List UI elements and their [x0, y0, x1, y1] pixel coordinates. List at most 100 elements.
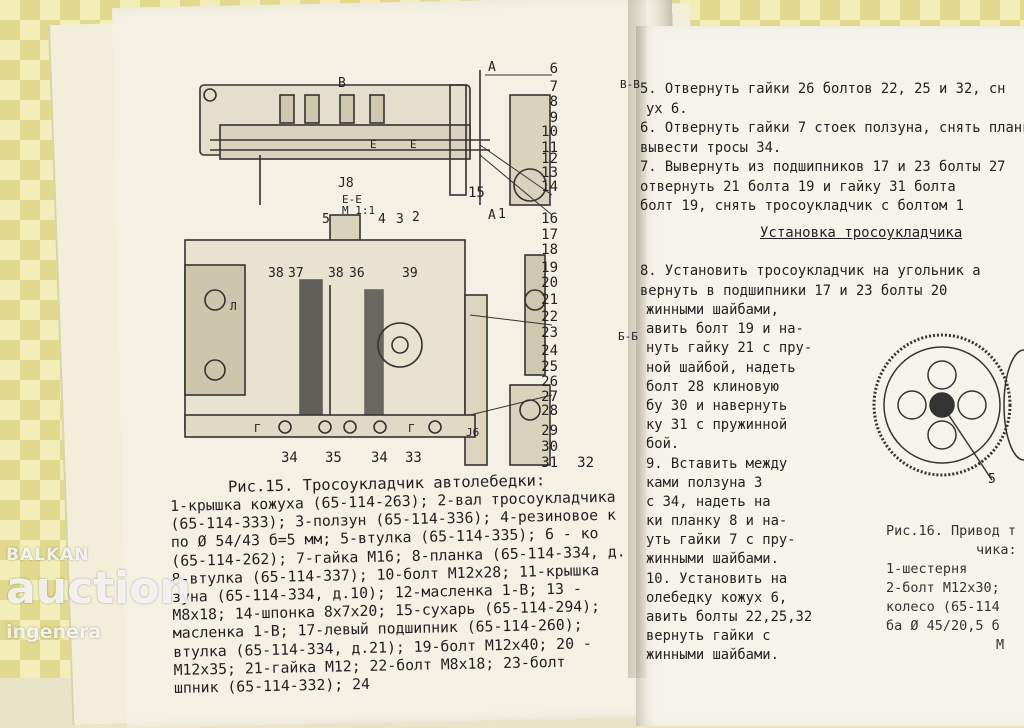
section-label-3: 3: [396, 212, 404, 227]
section-label-j6: J6: [466, 426, 480, 439]
section-label-5: 5: [322, 212, 330, 227]
text-line: 9. Вставить между: [646, 455, 788, 472]
callout-18: 18: [541, 242, 558, 258]
callout-31: 31: [541, 455, 558, 471]
section-label-4: 4: [378, 212, 386, 227]
callout-16: 16: [541, 211, 558, 227]
callout-bottom-35: 35: [325, 450, 342, 466]
text-line: авить болт 19 и на-: [646, 321, 804, 338]
section-label-a-bottom: A: [488, 208, 496, 223]
callout-26: 26: [541, 374, 558, 390]
section-label-j8: J8: [338, 176, 354, 191]
caption-line: Рис.16. Привод т: [886, 523, 1017, 539]
text-line: авить болты 22,25,32: [646, 609, 813, 625]
text-line: жинными шайбами,: [646, 302, 779, 318]
step-8-text: 8. Установить тросоукладчик на угольник …: [640, 262, 1024, 301]
caption-line: ба Ø 45/20,5 б: [886, 618, 1000, 634]
text-line: ух 6.: [646, 100, 688, 117]
callout-23: 23: [541, 325, 558, 341]
callout-top-39: 39: [402, 266, 418, 281]
text-line: отвернуть 21 болта 19 и гайку 31 болта: [640, 178, 956, 195]
callout-20: 20: [541, 275, 558, 291]
callout-7: 7: [549, 79, 558, 95]
text-line: олебедку кожух 6,: [646, 589, 788, 606]
caption-line: М: [996, 637, 1005, 653]
text-line: ной шайбой, надеть: [646, 359, 796, 376]
callout-top-37: 37: [288, 266, 304, 281]
text-line: с 34, надеть на: [646, 493, 771, 510]
callout-30: 30: [541, 439, 558, 455]
right-page-top-text: 5. Отвернуть гайки 26 болтов 22, 25 и 32…: [640, 80, 1024, 217]
callout-top-38a: 38: [268, 266, 284, 281]
section-label-l: Л: [230, 300, 237, 313]
text-line: 7. Вывернуть из подшипников 17 и 23 болт…: [640, 159, 1006, 175]
callout-11: 11: [541, 140, 558, 156]
text-line: 10. Установить на: [646, 570, 788, 587]
section-label-bb: Б-Б: [618, 330, 638, 343]
callout-top-38b: 38: [328, 266, 344, 281]
text-line: бу 30 и навернуть: [646, 397, 788, 414]
watermark-line-3: ingenera: [6, 621, 102, 643]
instruction-column: жинными шайбами, авить болт 19 и на- нут…: [646, 301, 866, 666]
callout-27: 27: [541, 389, 558, 405]
figure-15-drawing: [184, 70, 553, 466]
figure-16-caption: Рис.16. Привод т чика: 1-шестерня 2-болт…: [886, 522, 1024, 655]
callout-19: 19: [541, 260, 558, 276]
section-label-a-top: A: [488, 60, 496, 75]
callout-bottom-33: 33: [405, 450, 422, 466]
text-line: уть гайки 7 с пру-: [646, 532, 796, 549]
text-line: болт 19, снять тросоукладчик с болтом 1: [640, 198, 964, 214]
figure-16-callout-5: 5: [988, 472, 996, 487]
text-line: вернуть гайки с: [646, 628, 771, 645]
text-line: жинными шайбами.: [646, 647, 779, 664]
callout-21: 21: [541, 292, 558, 308]
text-line: болт 28 клиновую: [646, 378, 779, 395]
text-line: 5. Отвернуть гайки 26 болтов 22, 25 и 32…: [640, 81, 1006, 97]
text-line: вернуть в подшипники 17 и 23 болты 20: [640, 282, 948, 299]
callout-13: 13: [541, 165, 558, 181]
callout-top-36: 36: [349, 266, 365, 281]
callout-28: 28: [541, 403, 558, 419]
callout-14: 14: [541, 179, 558, 195]
caption-line: колесо (65-114: [886, 599, 1000, 615]
callout-12: 12: [541, 151, 558, 167]
caption-line: 2-болт М12х30;: [886, 580, 1000, 596]
callout-24: 24: [541, 343, 558, 359]
text-line: нуть гайку 21 с пру-: [646, 340, 813, 357]
text-line: 8. Установить тросоукладчик на угольник …: [640, 263, 981, 279]
callout-6: 6: [549, 61, 558, 77]
watermark-line-1: BALKAN: [6, 545, 90, 565]
text-line: бой.: [646, 436, 680, 453]
caption-line: 1-шестерня: [886, 561, 968, 577]
callout-17: 17: [541, 227, 558, 243]
callout-29: 29: [541, 423, 558, 439]
callout-32: 32: [577, 455, 594, 471]
text-line: жинными шайбами.: [646, 551, 779, 568]
watermark-line-2: auction: [6, 563, 191, 614]
callout-25: 25: [541, 359, 558, 375]
callout-bottom-34b: 34: [371, 450, 388, 466]
caption-line: чика:: [976, 542, 1017, 558]
text-line: ками ползуна 3: [646, 474, 763, 491]
text-line: ки планку 8 и на-: [646, 513, 788, 530]
callout-8: 8: [549, 94, 558, 110]
section-label-e2: E: [410, 138, 417, 151]
right-page: [636, 26, 1024, 726]
section-label-m11: M 1:1: [342, 204, 376, 217]
section-label-g2: Г: [408, 422, 415, 435]
text-line: 6. Отвернуть гайки 7 стоек ползуна, снят…: [640, 120, 1024, 136]
section-label-ee: E-E: [342, 193, 362, 206]
callout-bottom-34a: 34: [281, 450, 298, 466]
book-gutter: [628, 0, 646, 678]
figure-16-drawing: [872, 333, 1024, 481]
callout-22: 22: [541, 309, 558, 325]
auction-watermark: BALKAN auction ingenera: [6, 545, 191, 643]
figure-15-caption: 1-крышка кожуха (65-114-263); 2-вал трос…: [170, 488, 654, 698]
section-label-2: 2: [412, 210, 420, 225]
text-line: вывести тросы 34.: [640, 139, 782, 156]
section-label-b: B: [338, 76, 346, 91]
section-label-g1: Г: [254, 422, 261, 435]
section-heading: Установка тросоукладчика: [760, 225, 963, 241]
callout-15: 15: [468, 185, 485, 201]
section-label-e1: E: [370, 138, 377, 151]
